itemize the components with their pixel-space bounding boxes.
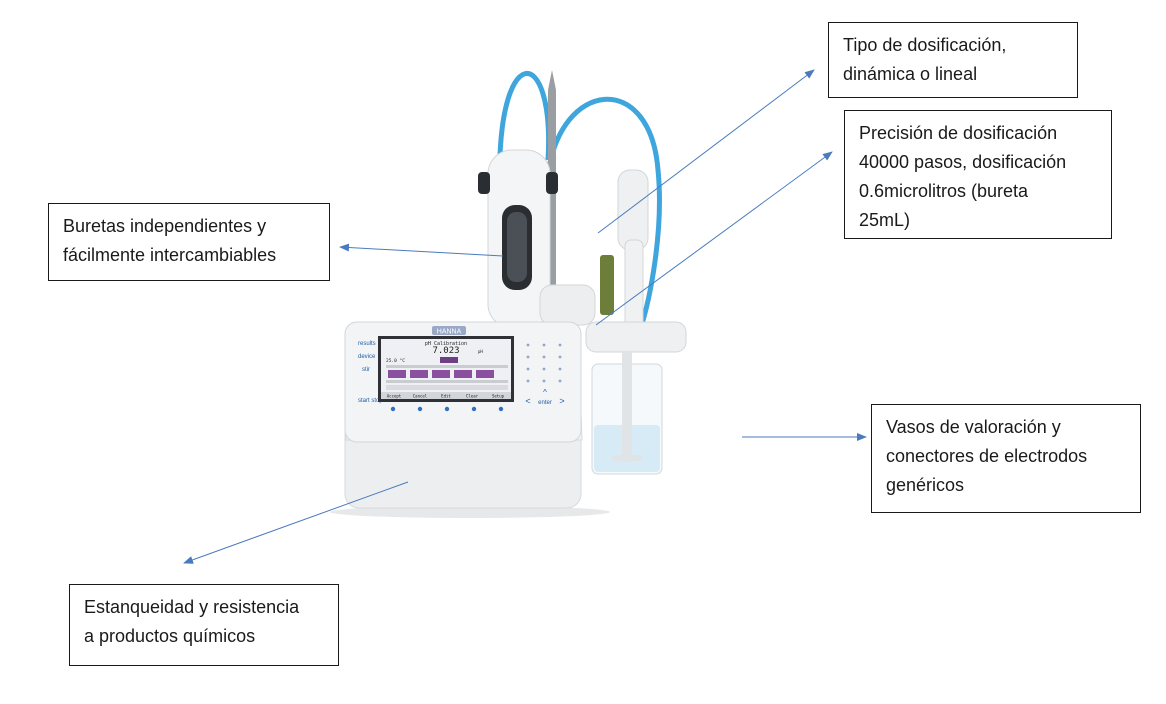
callout-line: fácilmente intercambiables bbox=[63, 245, 277, 265]
right-arrow-icon[interactable]: > bbox=[559, 396, 564, 406]
left-arrow-icon[interactable]: < bbox=[525, 396, 530, 406]
screen-key-edit: Edit bbox=[441, 394, 451, 399]
callout-line: dinámica o lineal bbox=[843, 64, 978, 84]
device-key[interactable]: device bbox=[358, 354, 376, 360]
arrow-burettes bbox=[339, 243, 504, 257]
results-key[interactable]: results bbox=[358, 341, 376, 347]
arrow-sealing bbox=[183, 481, 409, 564]
callout-line: 40000 pasos, dosificación bbox=[859, 152, 1067, 172]
arrow-dosing-precision bbox=[595, 151, 833, 326]
screen-reading: 7.023 bbox=[432, 346, 459, 356]
callout-sealing: Estanqueidad y resistencia a productos q… bbox=[69, 584, 339, 666]
callout-line: genéricos bbox=[886, 475, 965, 495]
callout-burettes: Buretas independientes y fácilmente inte… bbox=[48, 203, 330, 281]
callout-line: Precisión de dosificación bbox=[859, 123, 1058, 143]
callout-line: a productos químicos bbox=[84, 626, 256, 646]
callout-line: Vasos de valoración y bbox=[886, 417, 1061, 437]
callout-line: Estanqueidad y resistencia bbox=[84, 597, 300, 617]
screen-key-accept: Accept bbox=[387, 394, 402, 399]
callout-beakers: Vasos de valoración y conectores de elec… bbox=[871, 404, 1141, 513]
start-stop-key[interactable]: start stop bbox=[358, 398, 383, 404]
enter-key[interactable]: enter bbox=[538, 400, 552, 406]
callout-line: Buretas independientes y bbox=[63, 216, 267, 236]
callout-line: 25mL) bbox=[859, 210, 911, 230]
callout-dosing-precision: Precisión de dosificación 40000 pasos, d… bbox=[844, 110, 1112, 239]
callout-dosing-type: Tipo de dosificación, dinámica o lineal bbox=[828, 22, 1078, 98]
callout-line: 0.6microlitros (bureta bbox=[859, 181, 1029, 201]
screen-key-setup: Setup bbox=[492, 394, 505, 399]
screen-key-clear: Clear bbox=[466, 394, 479, 399]
screen-key-cancel: Cancel bbox=[413, 394, 428, 399]
callout-line: Tipo de dosificación, bbox=[843, 35, 1007, 55]
brand-logo: HANNA bbox=[437, 329, 462, 336]
up-arrow-icon[interactable]: ^ bbox=[543, 388, 547, 397]
stir-key[interactable]: stir bbox=[362, 367, 370, 373]
arrow-dosing-type bbox=[597, 69, 815, 234]
screen-reading-unit: pH bbox=[478, 349, 483, 354]
screen-temp: 25.0 °C bbox=[386, 358, 405, 364]
screen-title: pH Calibration bbox=[425, 341, 467, 347]
callout-line: conectores de electrodos bbox=[886, 446, 1088, 466]
